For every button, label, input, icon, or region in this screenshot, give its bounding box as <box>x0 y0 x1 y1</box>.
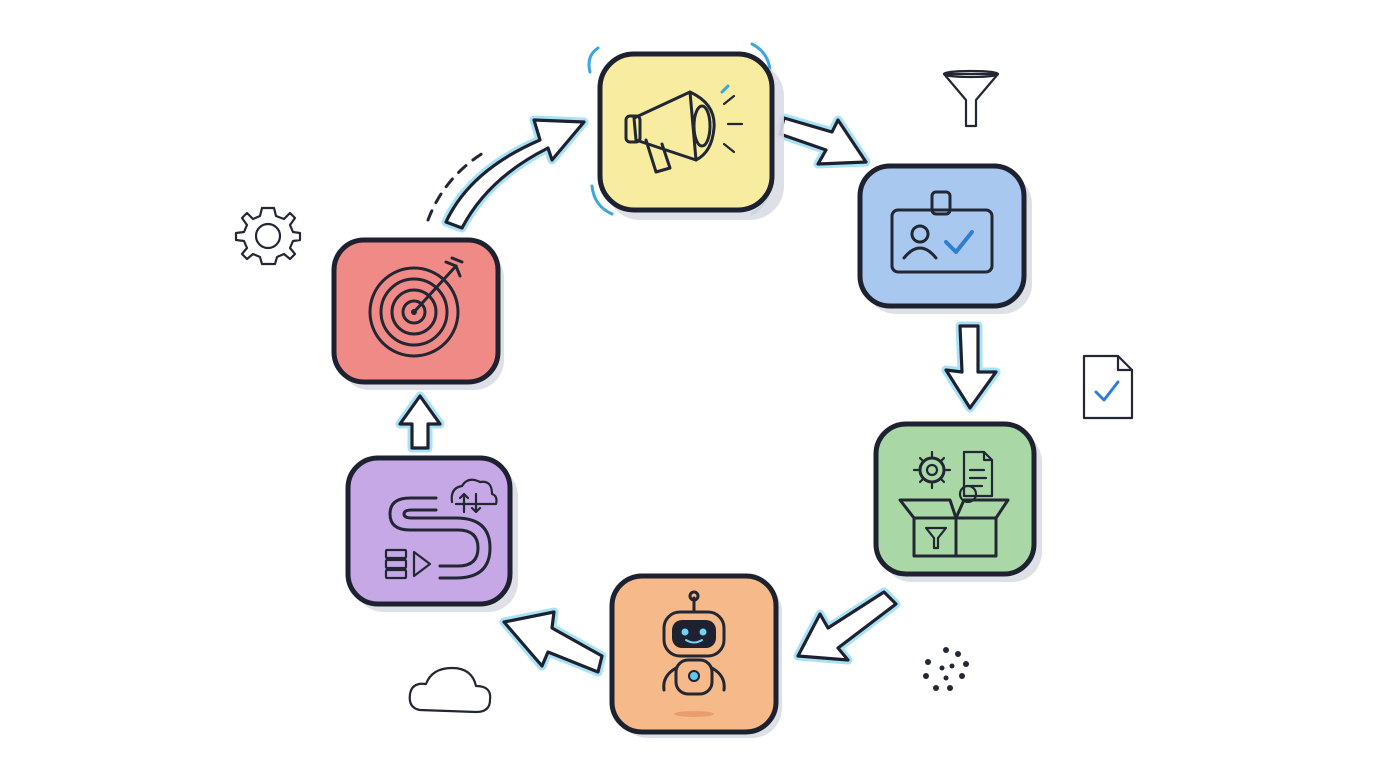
tile-identity <box>857 163 1032 314</box>
tile-package <box>873 421 1042 582</box>
tile-announce <box>587 42 784 220</box>
funnel-icon <box>942 69 1000 128</box>
tile-assistant <box>609 573 782 738</box>
arrow-identity-to-package <box>941 321 1001 413</box>
checked-document-icon <box>1082 354 1134 420</box>
tile-pipeline <box>345 455 518 612</box>
gear-icon <box>234 206 302 266</box>
arrow-pipeline-to-target <box>395 391 445 453</box>
data-pipeline-icon <box>384 478 498 580</box>
dots-icon <box>923 647 969 691</box>
target-arrow-icon <box>368 256 464 358</box>
cloud-icon <box>408 666 492 714</box>
id-badge-check-icon <box>890 190 994 274</box>
megaphone-icon <box>624 84 744 174</box>
arrow-announce-to-identity <box>775 113 871 169</box>
arrow-package-to-assistant <box>793 587 901 665</box>
arrow-assistant-to-pipeline <box>499 607 607 677</box>
box-gears-document-icon <box>898 450 1010 558</box>
arrow-target-to-announce <box>426 115 589 233</box>
robot-icon <box>662 590 726 717</box>
tile-target <box>331 237 504 390</box>
